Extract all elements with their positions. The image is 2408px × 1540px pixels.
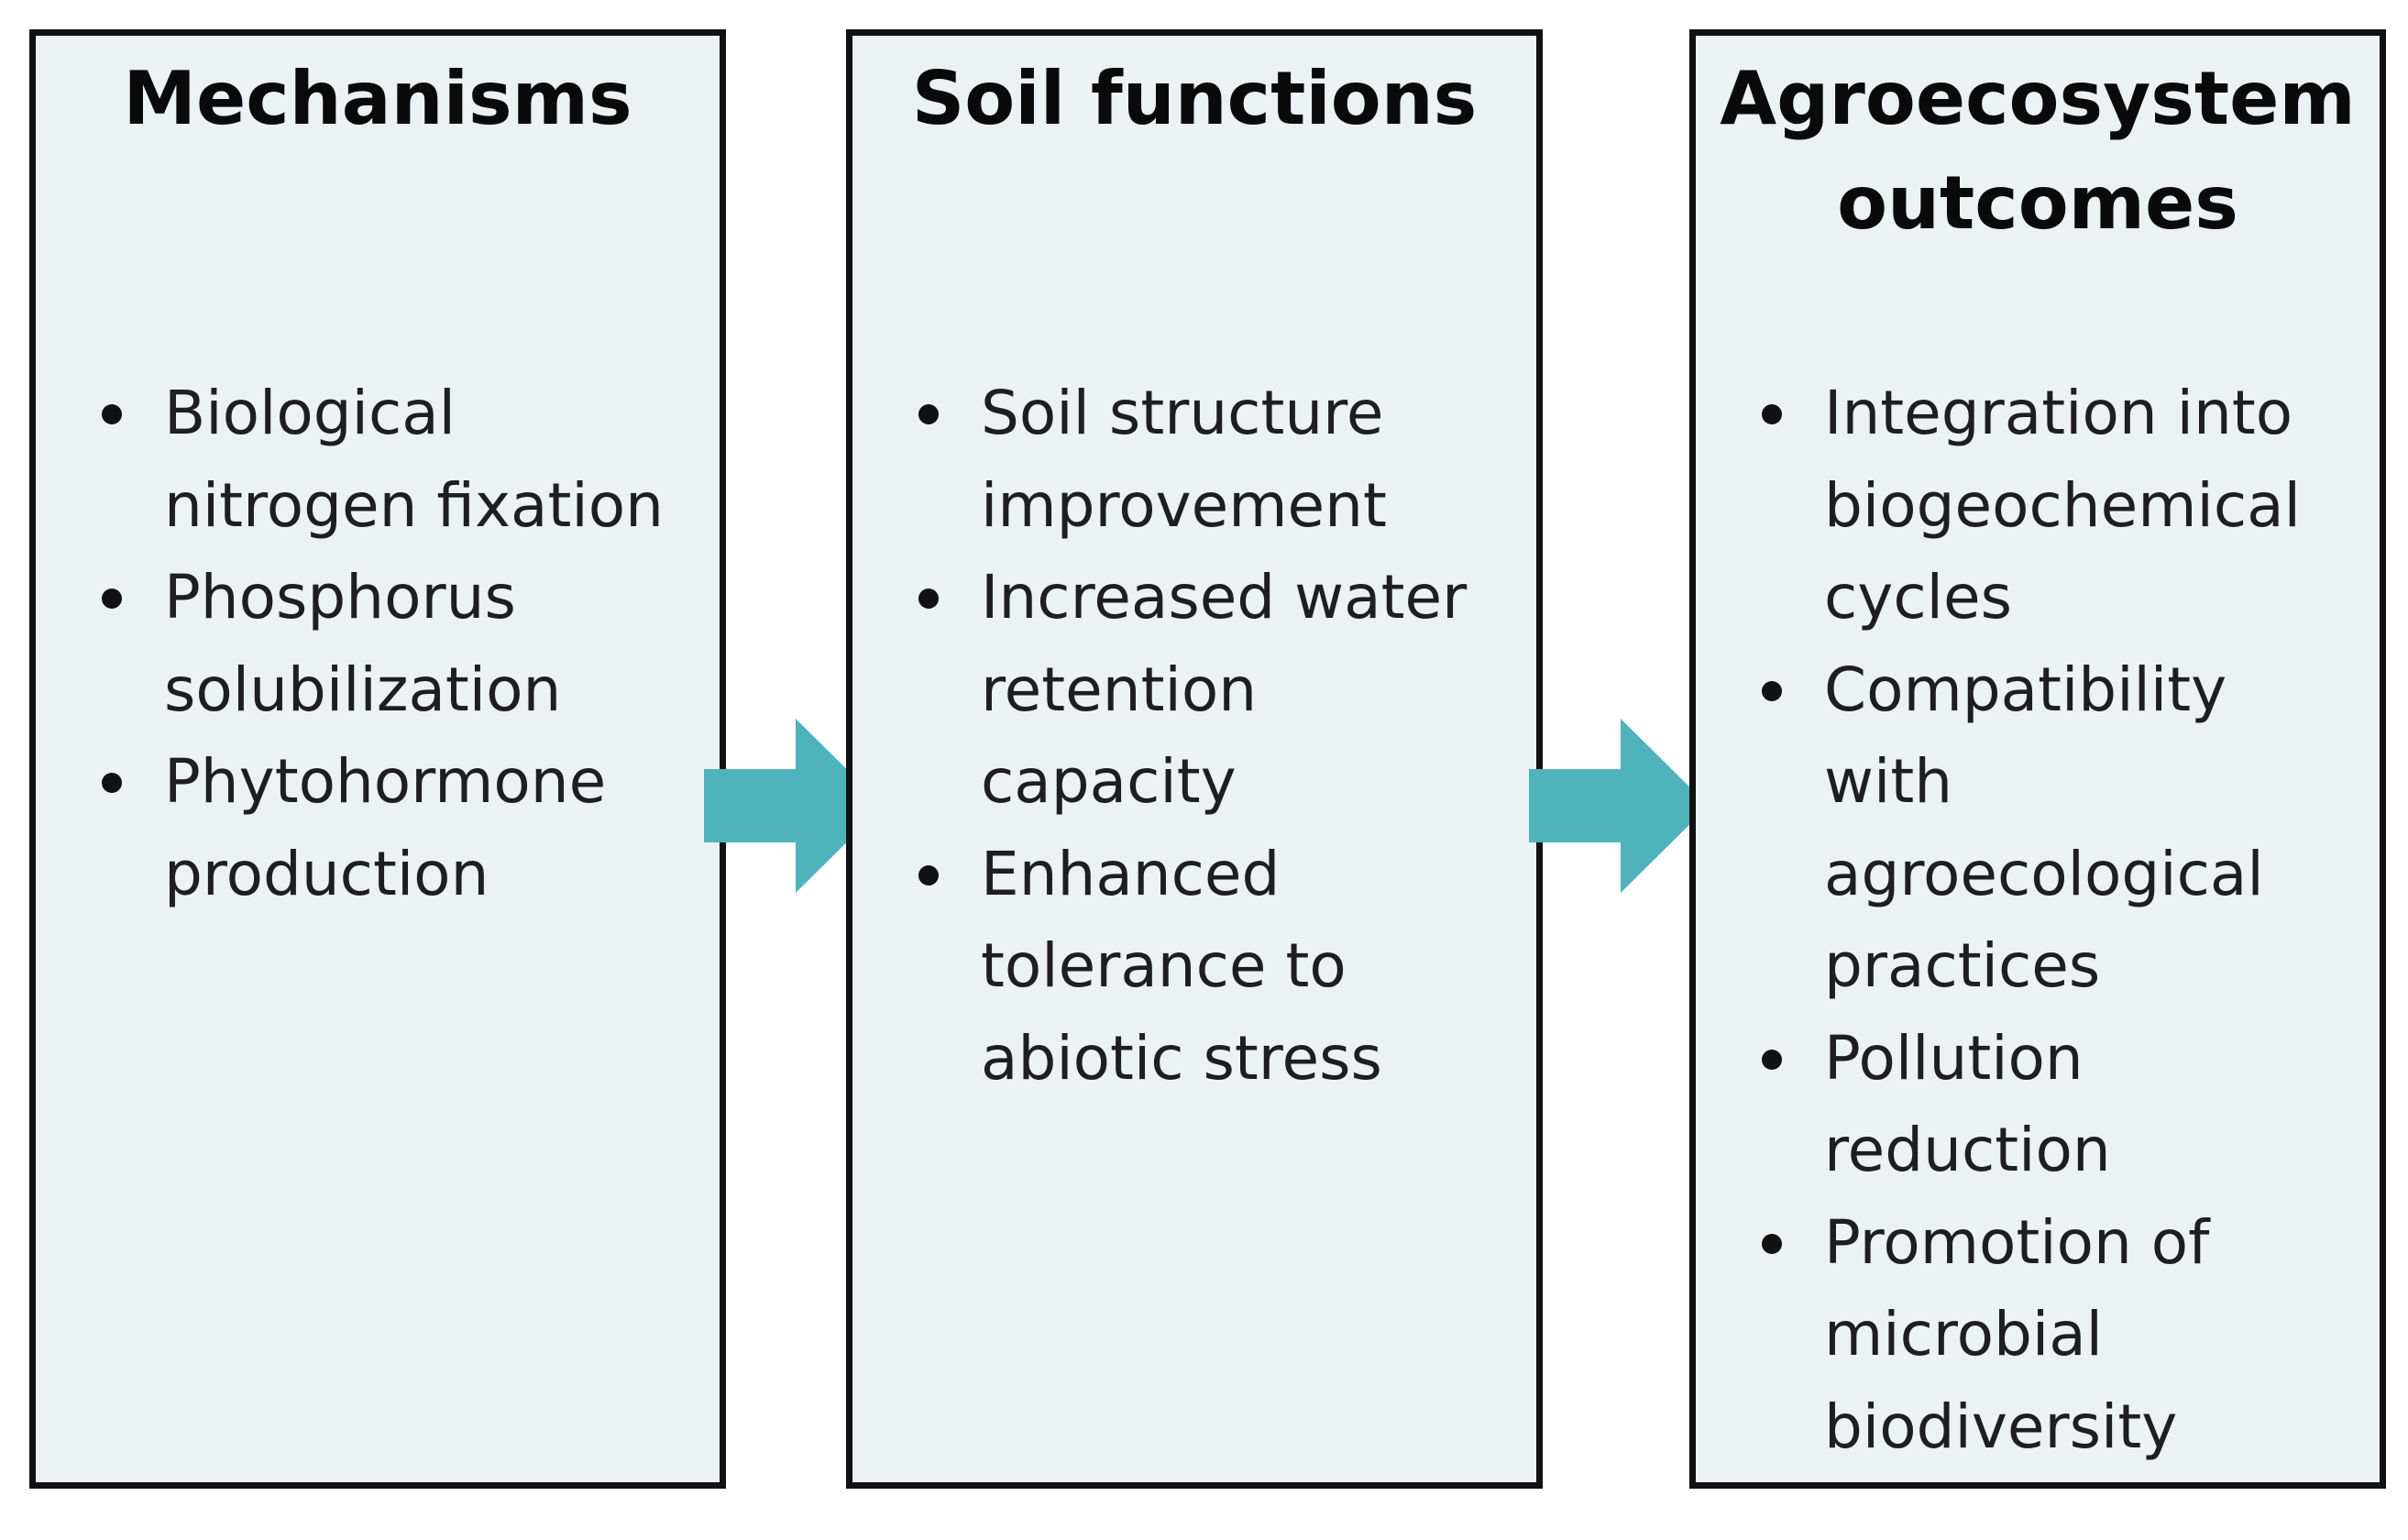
soil-functions-title: Soil functions xyxy=(911,56,1478,141)
soil-functions-box: Soil functions Soil structure improvemen… xyxy=(846,29,1543,1489)
list-item: Enhanced tolerance to abiotic stress xyxy=(918,829,1527,1106)
soil-functions-list: Soil structure improvement Increased wat… xyxy=(918,368,1527,1106)
agroecosystem-outcomes-title: Agroecosystem outcomes xyxy=(1720,56,2356,246)
mechanisms-box: Mechanisms Biological nitrogen fixation … xyxy=(29,29,726,1489)
list-item-text: Phosphorus solubilization xyxy=(164,562,562,725)
bullet-icon xyxy=(918,864,939,886)
bullet-icon xyxy=(1762,404,1782,424)
bullet-icon xyxy=(1762,1049,1782,1070)
list-item-text: Phytohormone production xyxy=(164,746,607,909)
bullet-icon xyxy=(1762,680,1782,701)
list-item: Phosphorus solubilization xyxy=(102,552,710,736)
list-item-text: Integration into biogeochemical cycles xyxy=(1824,378,2301,632)
list-item: Promotion of microbial biodiversity xyxy=(1762,1197,2370,1474)
list-item: Pollution reduction xyxy=(1762,1013,2370,1197)
mechanisms-title: Mechanisms xyxy=(123,56,632,141)
agroecosystem-outcomes-box: Agroecosystem outcomes Integration into … xyxy=(1689,29,2386,1489)
bullet-icon xyxy=(918,588,939,609)
list-item: Compatibility with agroecological practi… xyxy=(1762,644,2370,1013)
bullet-icon xyxy=(102,588,122,609)
arrow-shape xyxy=(1529,719,1709,893)
mechanisms-list: Biological nitrogen fixation Phosphorus … xyxy=(102,368,710,920)
bullet-icon xyxy=(918,404,939,424)
list-item-text: Promotion of microbial biodiversity xyxy=(1824,1206,2210,1462)
list-item: Soil structure improvement xyxy=(918,368,1527,552)
list-item-text: Biological nitrogen fixation xyxy=(164,378,664,541)
bullet-icon xyxy=(102,773,122,793)
right-arrow-icon xyxy=(1529,719,1709,893)
right-arrow-icon xyxy=(704,719,884,893)
list-item-text: Pollution reduction xyxy=(1824,1022,2111,1186)
agroecosystem-outcomes-list: Integration into biogeochemical cycles C… xyxy=(1762,368,2370,1474)
list-item-text: Compatibility with agroecological practi… xyxy=(1824,654,2264,1002)
list-item: Phytohormone production xyxy=(102,736,710,920)
list-item-text: Enhanced tolerance to abiotic stress xyxy=(981,838,1382,1094)
list-item: Integration into biogeochemical cycles xyxy=(1762,368,2370,644)
list-item-text: Soil structure improvement xyxy=(981,378,1387,541)
list-item-text: Increased water retention capacity xyxy=(981,562,1468,817)
bullet-icon xyxy=(1762,1233,1782,1254)
list-item: Biological nitrogen fixation xyxy=(102,368,710,552)
list-item: Increased water retention capacity xyxy=(918,552,1527,829)
bullet-icon xyxy=(102,404,122,424)
arrow-shape xyxy=(704,719,884,893)
